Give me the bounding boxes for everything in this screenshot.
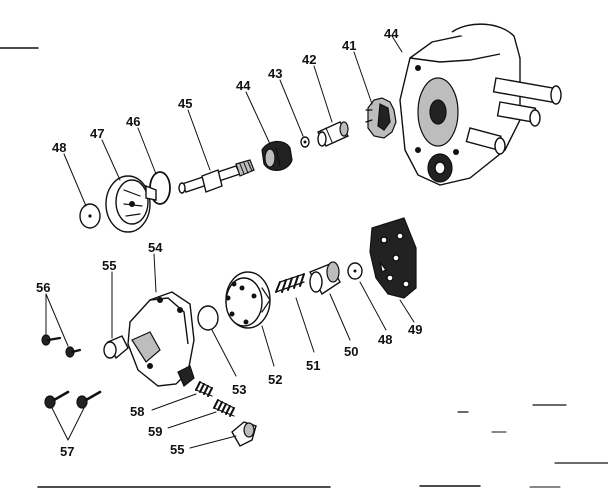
part-label-43: 43 <box>268 66 282 81</box>
part-label-55a: 55 <box>102 258 116 273</box>
coil-spring-icon <box>275 273 305 293</box>
part-label-42: 42 <box>302 52 316 67</box>
impeller-disc-icon <box>105 175 157 233</box>
small-spring-icon <box>213 399 235 417</box>
part-label-48a: 48 <box>52 140 66 155</box>
cap-fitting-icon <box>103 335 129 360</box>
screw-stem-icon <box>178 159 255 194</box>
cylinder-pin-icon <box>317 121 349 147</box>
valve-housing-icon <box>399 23 562 186</box>
part-label-53: 53 <box>232 382 246 397</box>
ball-plug-icon <box>261 140 293 171</box>
part-label-49: 49 <box>408 322 422 337</box>
flat-washer-icon <box>79 203 101 229</box>
part-labels: 44 41 42 43 44 45 46 47 48 49 48 50 51 5… <box>36 26 422 459</box>
small-washer-icon <box>300 136 310 148</box>
part-label-44a: 44 <box>384 26 399 41</box>
small-screw-icon <box>41 334 82 358</box>
pump-cover-icon <box>127 291 195 387</box>
part-label-59: 59 <box>148 424 162 439</box>
part-label-57: 57 <box>60 444 74 459</box>
part-label-55b: 55 <box>170 442 184 457</box>
part-label-51: 51 <box>306 358 320 373</box>
scan-marks <box>0 47 608 488</box>
cup-plug-icon <box>309 261 341 296</box>
part-label-41: 41 <box>342 38 356 53</box>
part-label-50: 50 <box>344 344 358 359</box>
part-label-58: 58 <box>130 404 144 419</box>
part-label-45: 45 <box>178 96 192 111</box>
leader-lines <box>45 35 415 449</box>
part-label-54: 54 <box>148 240 163 255</box>
part-label-47: 47 <box>90 126 104 141</box>
mounting-screw-icon <box>44 390 102 409</box>
part-label-48b: 48 <box>378 332 392 347</box>
cap-fitting-icon <box>231 421 257 447</box>
flat-washer-icon <box>197 305 219 331</box>
part-label-46: 46 <box>126 114 140 129</box>
part-label-56: 56 <box>36 280 50 295</box>
part-label-52: 52 <box>268 372 282 387</box>
flat-washer-icon <box>347 262 363 280</box>
gear-cap-icon <box>365 97 397 139</box>
gasket-plate-icon <box>369 217 417 299</box>
part-label-44: 44 <box>236 78 251 93</box>
small-spring-icon <box>195 381 213 397</box>
rotor-disc-icon <box>225 271 271 329</box>
